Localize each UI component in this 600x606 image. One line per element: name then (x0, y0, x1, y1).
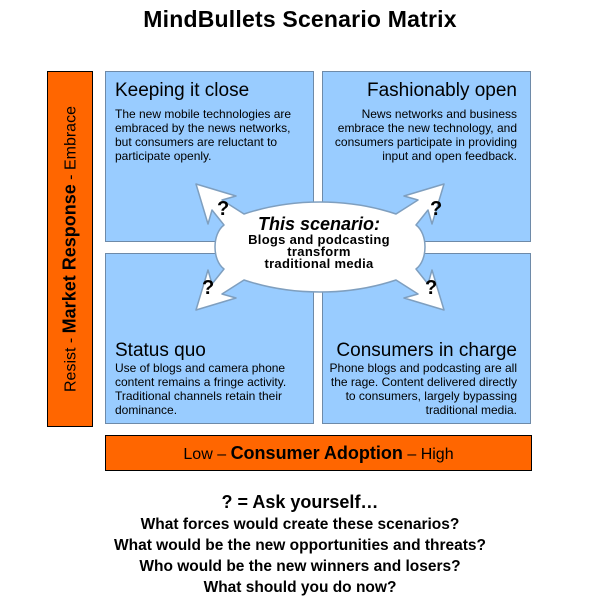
question-item: What should you do now? (203, 579, 397, 596)
quadrant-title: Status quo (115, 340, 206, 361)
center-line: transform (287, 244, 351, 259)
market-response-axis: Resist - Market Response - Embrace (47, 71, 93, 427)
questions-heading: ? = Ask yourself… (221, 492, 379, 512)
quadrant-description: Use of blogs and camera phone content re… (115, 361, 287, 417)
consumer-adoption-axis: Low – Consumer Adoption – High (105, 435, 532, 471)
quadrant-title: Fashionably open (367, 80, 517, 101)
axis-high-label: High (420, 446, 454, 463)
quadrant-description: News networks and business embrace the n… (334, 107, 517, 163)
axis-dash: – (402, 446, 421, 463)
center-heading: This scenario: (257, 214, 381, 234)
question-mark: ? (202, 277, 215, 299)
center-line: Blogs and podcasting (248, 232, 390, 247)
diagram-title: MindBullets Scenario Matrix (143, 6, 457, 32)
axis-title-consumer-adoption: Consumer Adoption (230, 443, 403, 463)
question-mark: ? (430, 198, 443, 220)
center-scenario-label: This scenario: Blogs and podcasting tran… (219, 214, 419, 270)
center-line: traditional media (264, 256, 374, 271)
question-mark: ? (425, 277, 438, 299)
four-way-arrow-icon (195, 183, 445, 311)
quadrant-title: Keeping it close (115, 80, 250, 101)
axis-low-label: Low (183, 446, 213, 463)
reflection-questions: ? = Ask yourself… What forces would crea… (0, 491, 600, 598)
quadrant-description: Phone blogs and podcasting are all the r… (329, 361, 517, 417)
question-item: What forces would create these scenarios… (140, 516, 460, 533)
question-item: Who would be the new winners and losers? (139, 558, 461, 575)
quadrant-description: The new mobile technologies are embraced… (115, 107, 292, 163)
quadrant-title: Consumers in charge (336, 340, 517, 361)
quadrant-fashionably-open: Fashionably open News networks and busin… (322, 71, 531, 242)
axis-dash: – (212, 446, 231, 463)
question-mark: ? (217, 198, 230, 220)
question-item: What would be the new opportunities and … (114, 537, 486, 554)
